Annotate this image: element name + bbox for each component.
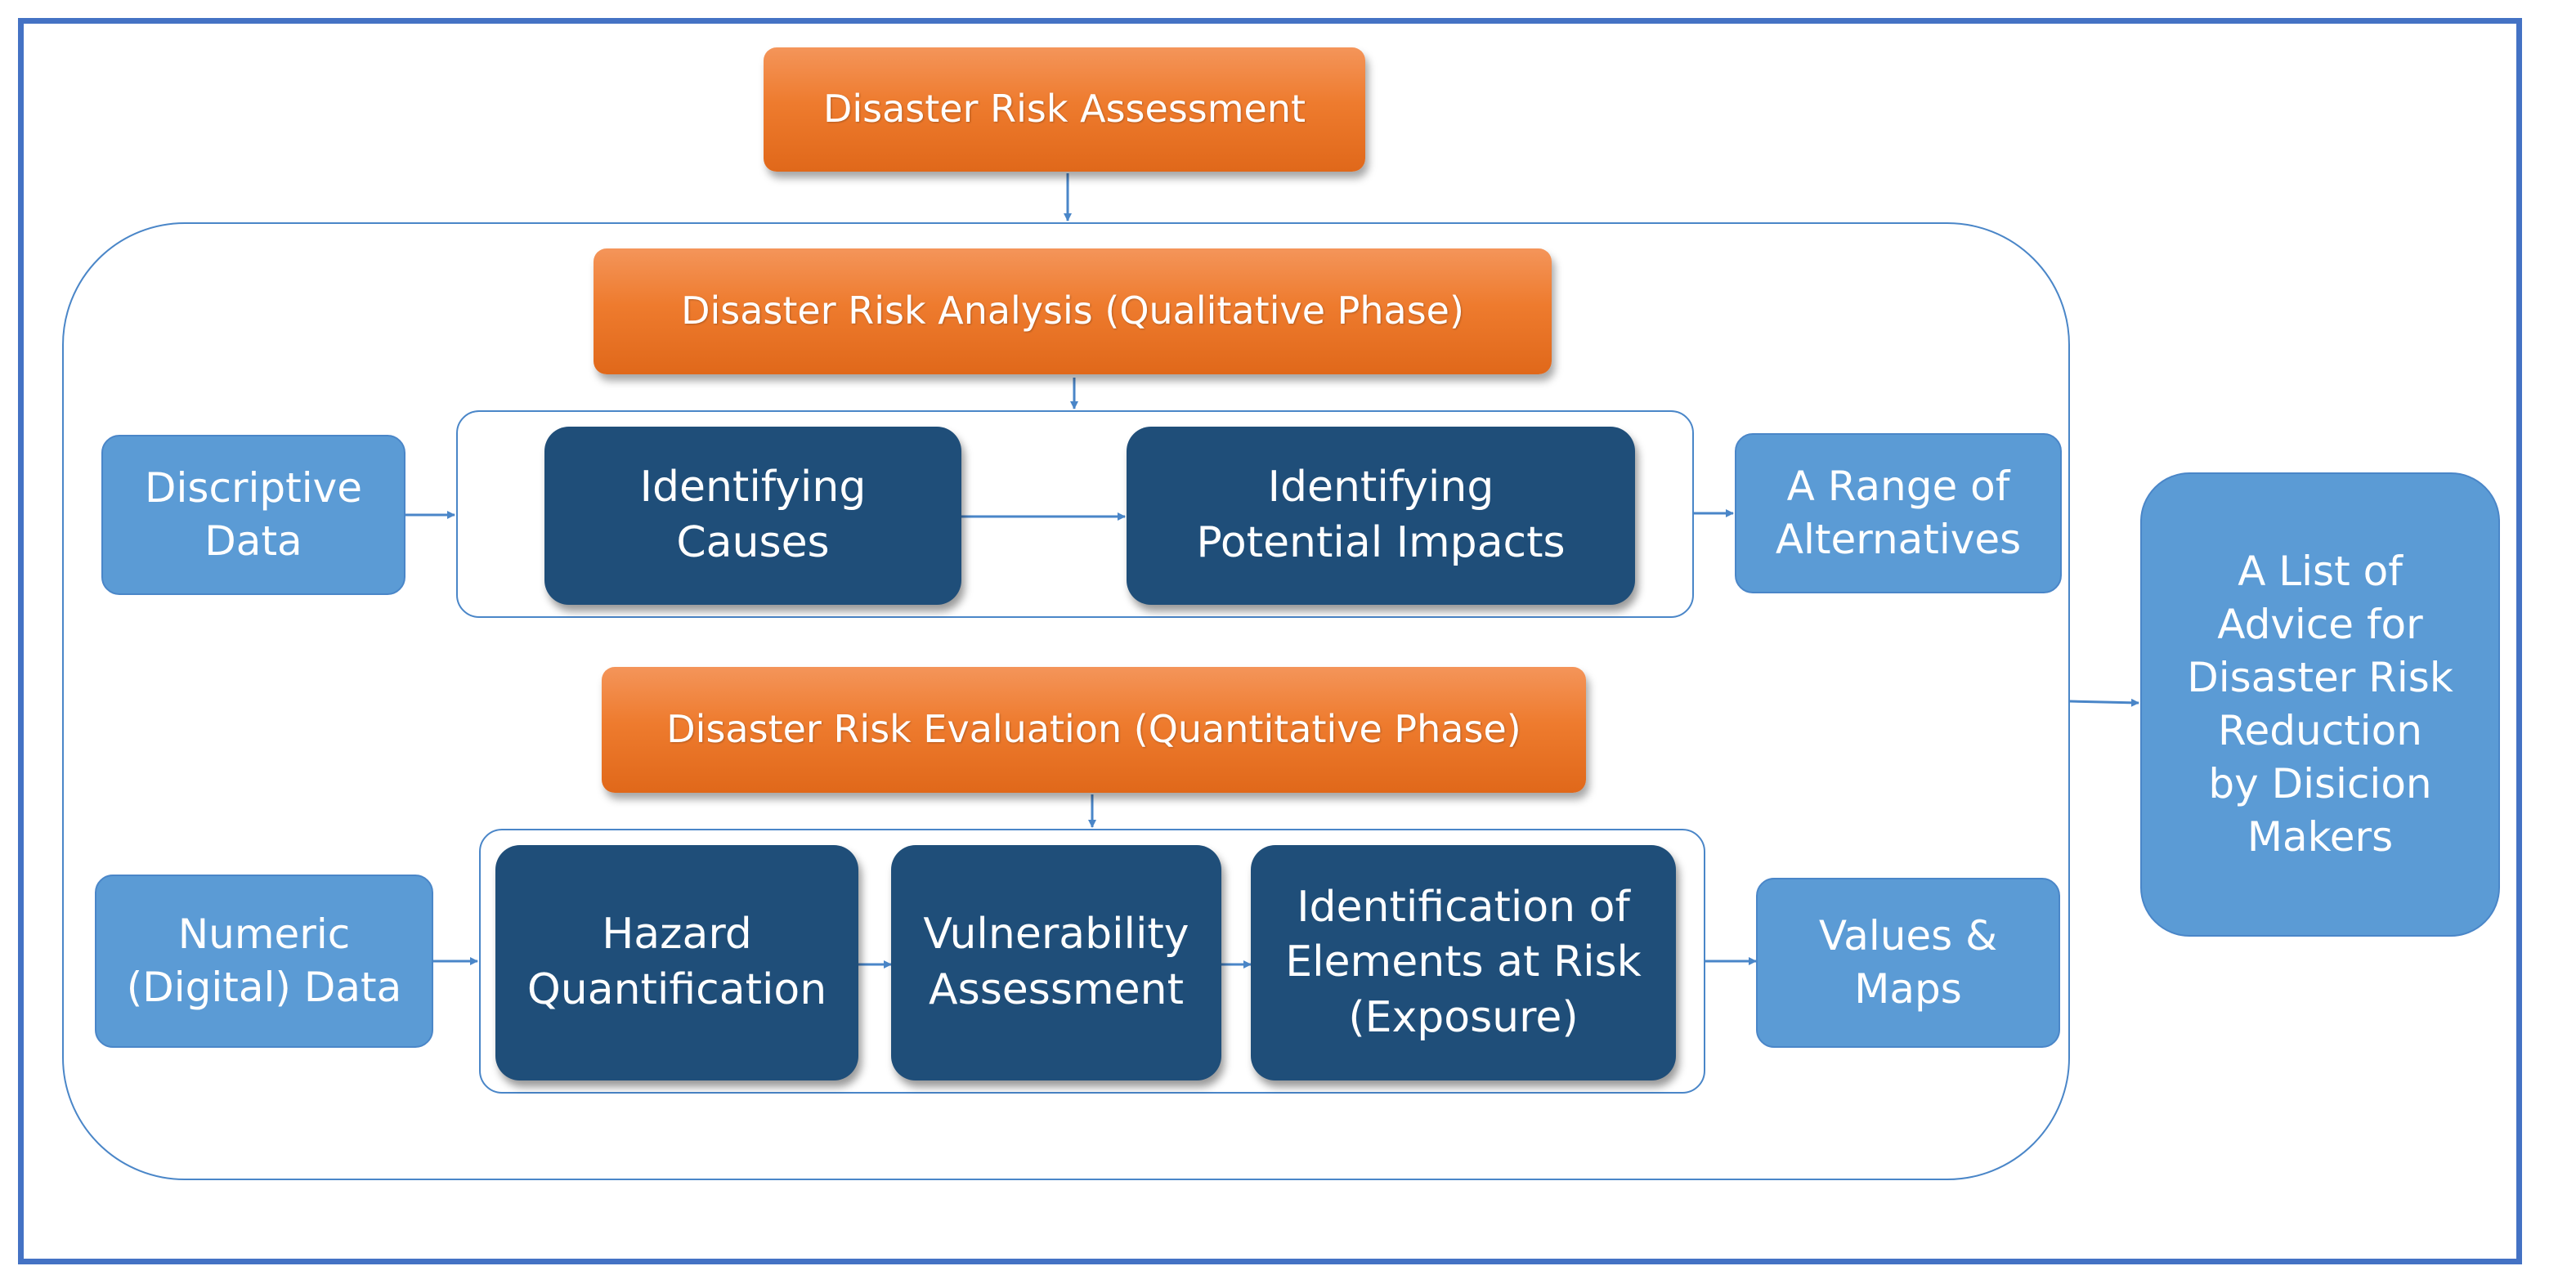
disaster-risk-evaluation-box: Disaster Risk Evaluation (Quantitative P…	[602, 667, 1586, 793]
range-of-alternatives-box: A Range of Alternatives	[1735, 433, 2062, 593]
diagram-frame	[18, 18, 2522, 1264]
arrow-container-to-advice	[2069, 698, 2139, 707]
identifying-impacts-box: Identifying Potential Impacts	[1127, 427, 1635, 605]
assessment-container	[62, 222, 2070, 1180]
hazard-quantification-box: Hazard Quantification	[495, 845, 858, 1080]
vulnerability-assessment-box: Vulnerability Assessment	[891, 845, 1221, 1080]
disaster-risk-assessment-box: Disaster Risk Assessment	[764, 47, 1365, 172]
analysis-process-group	[456, 410, 1694, 618]
elements-at-risk-box: Identification of Elements at Risk (Expo…	[1251, 845, 1676, 1080]
advice-list-box: A List of Advice for Disaster Risk Reduc…	[2140, 472, 2500, 937]
disaster-risk-analysis-box: Disaster Risk Analysis (Qualitative Phas…	[594, 248, 1552, 374]
descriptive-data-box: Discriptive Data	[101, 435, 405, 595]
identifying-causes-box: Identifying Causes	[544, 427, 961, 605]
evaluation-process-group	[479, 829, 1705, 1094]
values-and-maps-box: Values & Maps	[1756, 878, 2060, 1048]
numeric-data-box: Numeric (Digital) Data	[95, 875, 433, 1048]
